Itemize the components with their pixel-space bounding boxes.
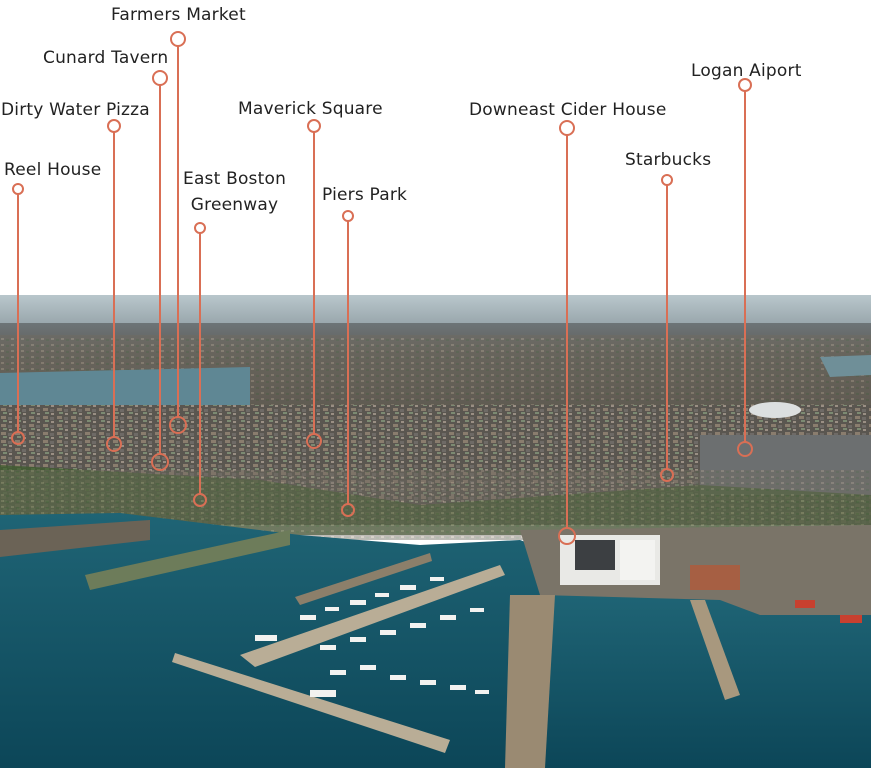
- pin-top-marker: [342, 210, 354, 222]
- landmark-label-downeast-cider-house[interactable]: Downeast Cider House: [469, 100, 667, 120]
- landmark-label-piers-park[interactable]: Piers Park: [322, 185, 408, 205]
- landmark-label-logan-airport[interactable]: Logan Aiport: [691, 61, 802, 81]
- landmark-label-cunard-tavern[interactable]: Cunard Tavern: [43, 48, 169, 68]
- landmark-label-reel-house[interactable]: Reel House: [4, 160, 102, 180]
- pin-top-marker: [661, 174, 673, 186]
- landmark-label-maverick-square[interactable]: Maverick Square: [238, 99, 383, 119]
- pin-top-marker: [307, 119, 321, 133]
- pin-top-marker: [194, 222, 206, 234]
- pin-top-marker: [12, 183, 24, 195]
- label-line-1: East Boston: [183, 169, 287, 189]
- pin-top-marker: [152, 70, 168, 86]
- landmark-label-dirty-water-pizza[interactable]: Dirty Water Pizza: [1, 100, 150, 120]
- label-line-2: Greenway: [190, 195, 279, 215]
- pin-top-marker: [170, 31, 186, 47]
- landmark-label-starbucks[interactable]: Starbucks: [625, 150, 712, 170]
- pin-top-marker: [107, 119, 121, 133]
- pin-top-marker: [559, 120, 575, 136]
- landmark-label-farmers-market[interactable]: Farmers Market: [111, 5, 246, 25]
- aerial-harbor-photo: [0, 295, 871, 768]
- landmark-label-east-boston-greenway[interactable]: East Boston Greenway: [183, 171, 286, 214]
